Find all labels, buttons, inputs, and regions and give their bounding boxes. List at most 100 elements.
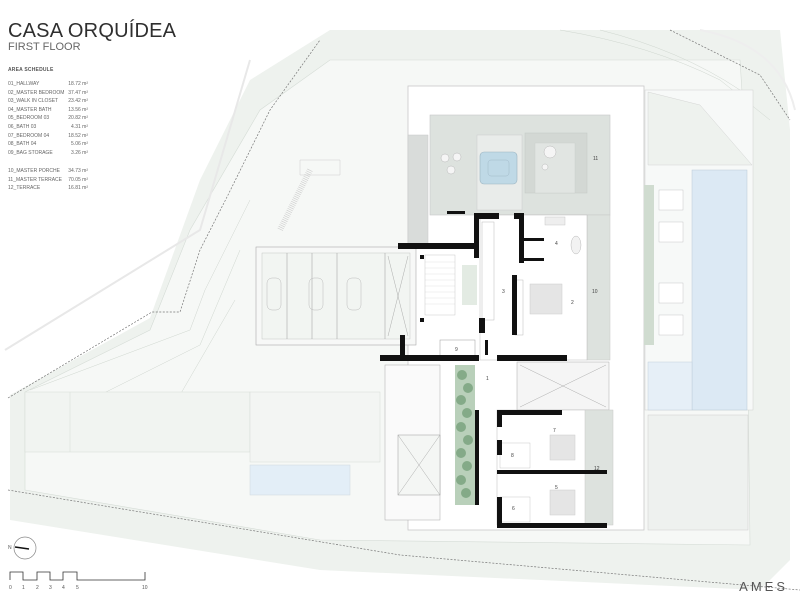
floor-subtitle: FIRST FLOOR <box>8 41 81 53</box>
pool-steps <box>647 361 693 411</box>
car <box>266 277 282 311</box>
room-area: 37.47 m² <box>68 89 88 96</box>
room-name: 03_WALK IN CLOSET <box>8 98 59 105</box>
scale-tick: 3 <box>49 585 52 591</box>
terrace-stool <box>452 152 462 162</box>
contour <box>29 199 251 391</box>
car <box>346 277 362 311</box>
bathtub <box>570 235 582 255</box>
studio-logo: AMES <box>739 579 788 594</box>
north-label: N <box>8 545 12 551</box>
road-curve-east <box>699 29 796 111</box>
room-label-12: 12 <box>594 466 600 472</box>
lower-lawn <box>249 391 381 463</box>
area-schedule-heading: AREA SCHEDULE <box>8 67 54 73</box>
room-name: 02_MASTER BEDROOM <box>8 89 65 96</box>
closet-wardrobe <box>481 221 495 321</box>
scale-tick: 5 <box>76 585 79 591</box>
room-name: 01_HALLWAY <box>8 81 40 87</box>
north-arrow: N <box>8 536 37 560</box>
schedule-row: 07_BEDROOM 04 18.52 m² <box>8 132 88 141</box>
garage-void-x <box>387 255 409 337</box>
room-label-11: 11 <box>593 156 598 162</box>
contour <box>99 249 241 396</box>
schedule-row: 12_TERRACE 16.81 m² <box>8 184 88 193</box>
walls <box>380 211 607 528</box>
room-name: 09_BAG STORAGE <box>8 149 53 156</box>
property-line-south <box>7 489 800 591</box>
stair-planter <box>462 265 477 305</box>
terrace-stool <box>440 153 450 163</box>
schedule-row: 03_WALK IN CLOSET 23.42 m² <box>8 97 88 106</box>
bed-bedroom-03 <box>549 489 576 516</box>
room-label-3: 3 <box>502 289 505 295</box>
contour <box>179 299 236 396</box>
sun-loungers <box>658 189 684 336</box>
lounge-chair <box>543 145 557 159</box>
property-line <box>7 39 321 399</box>
lounge-chair <box>541 163 549 171</box>
master-porche <box>586 214 611 361</box>
scale-tick: 10 <box>142 585 148 591</box>
room-label-10: 10 <box>592 289 598 295</box>
terrace-stool <box>446 165 456 175</box>
jacuzzi-inner <box>487 159 510 177</box>
room-area: 3.26 m² <box>71 149 88 156</box>
room-name: 12_TERRACE <box>8 185 41 192</box>
schedule-row: 04_MASTER BATH 13.56 m² <box>8 106 88 115</box>
room-area: 20.82 m² <box>68 115 88 122</box>
stair-treads <box>425 261 455 305</box>
lawn-east <box>647 414 749 531</box>
room-label-7: 7 <box>553 428 556 434</box>
schedule-row: 11_MASTER TERRACE 70.05 m² <box>8 176 88 185</box>
schedule-row: 06_BATH 03 4.31 m² <box>8 123 88 132</box>
room-area: 13.56 m² <box>68 106 88 113</box>
contour <box>599 29 741 91</box>
schedule-row: 09_BAG STORAGE 3.26 m² <box>8 149 88 158</box>
pool-planter <box>644 185 654 345</box>
project-title: CASA ORQUÍDEA <box>8 20 177 42</box>
room-area: 16.81 m² <box>68 185 88 192</box>
pool-deck-roof <box>647 91 753 166</box>
scale-tick: 4 <box>62 585 65 591</box>
room-name: 11_MASTER TERRACE <box>8 176 62 183</box>
lower-pool <box>249 464 351 496</box>
room-label-8: 8 <box>511 453 514 459</box>
room-name: 04_MASTER BATH <box>8 106 52 113</box>
room-label-1: 1 <box>486 376 489 382</box>
schedule-row: 05_BEDROOM 03 20.82 m² <box>8 114 88 123</box>
contour <box>559 29 771 121</box>
room-name: 07_BEDROOM 04 <box>8 132 50 139</box>
pool <box>691 169 748 411</box>
room-area: 18.52 m² <box>68 132 88 139</box>
room-area: 70.05 m² <box>68 176 88 183</box>
room-name: 05_BEDROOM 03 <box>8 115 50 122</box>
room-name: 10_MASTER PORCHE <box>8 168 60 174</box>
room-area: 4.31 m² <box>71 123 88 130</box>
room-label-9: 9 <box>455 347 458 353</box>
stair <box>424 254 456 316</box>
scale-bar <box>9 571 146 581</box>
room-label-5: 5 <box>555 485 558 491</box>
room-area: 5.06 m² <box>71 141 88 148</box>
jacuzzi <box>479 151 518 185</box>
site-stair <box>299 159 341 176</box>
road-curve <box>4 59 251 351</box>
skylight-x <box>397 434 441 496</box>
room-name: 06_BATH 03 <box>8 123 37 130</box>
room-area: 18.72 m² <box>68 81 88 87</box>
room-label-2: 2 <box>571 300 574 306</box>
lower-driveway <box>24 391 251 453</box>
bed-bedroom-04 <box>549 434 576 461</box>
room-area: 23.42 m² <box>68 98 88 105</box>
terrace-12 <box>584 409 614 526</box>
terrace-strip-west <box>407 134 429 246</box>
car <box>308 277 324 311</box>
garage-inner <box>261 252 411 340</box>
